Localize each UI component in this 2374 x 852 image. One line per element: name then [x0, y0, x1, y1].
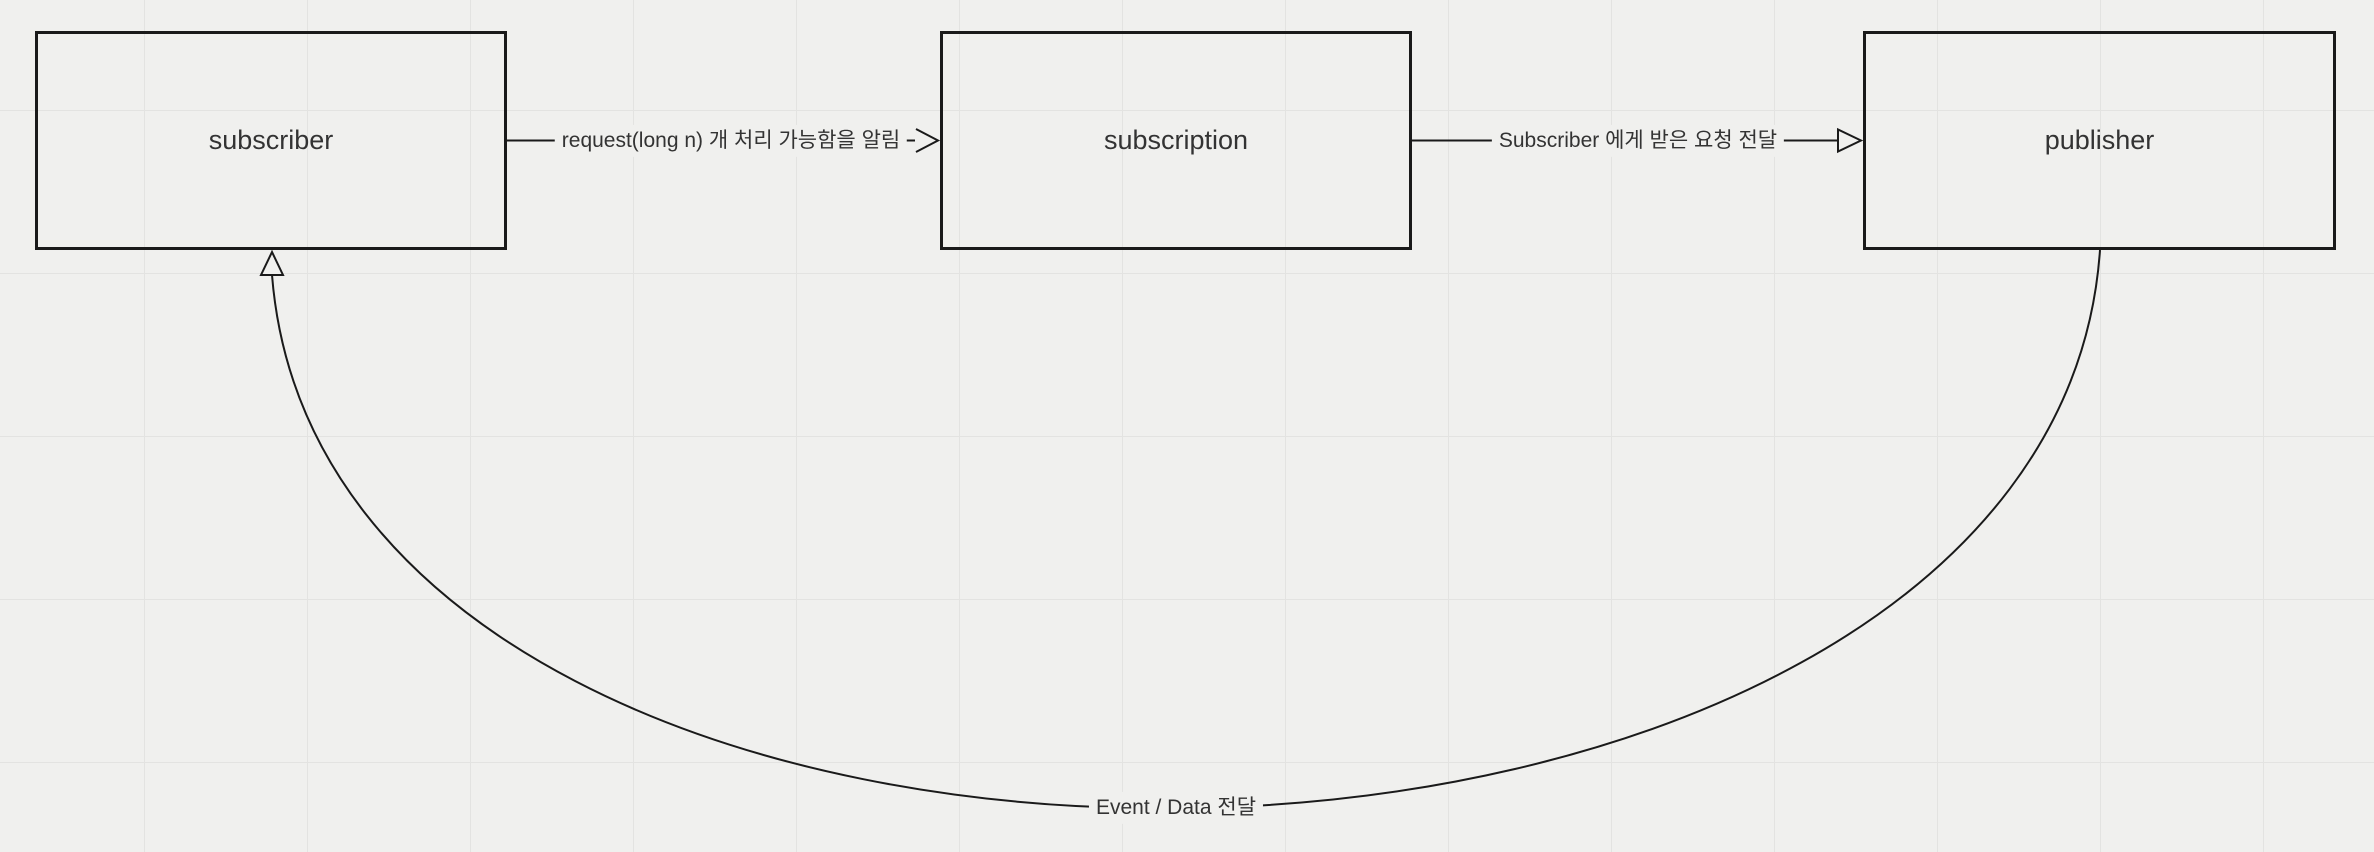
node-publisher: publisher: [1863, 31, 2336, 250]
hollow-triangle-arrowhead-icon: [1837, 127, 1864, 154]
open-chevron-arrowhead-icon: [915, 128, 941, 153]
node-subscription: subscription: [940, 31, 1412, 250]
edge-label-event: Event / Data 전달: [1088, 791, 1264, 825]
node-subscriber: subscriber: [35, 31, 507, 250]
edge-label-request: request(long n) 개 처리 가능함을 알림: [554, 124, 908, 158]
edge-label-forward: Subscriber 에게 받은 요청 전달: [1491, 124, 1785, 158]
node-subscription-label: subscription: [1103, 125, 1249, 156]
node-publisher-label: publisher: [2044, 125, 2155, 156]
edge-event-curve: [271, 249, 2101, 810]
node-subscriber-label: subscriber: [208, 125, 334, 156]
hollow-triangle-arrowhead-icon: [259, 249, 285, 276]
